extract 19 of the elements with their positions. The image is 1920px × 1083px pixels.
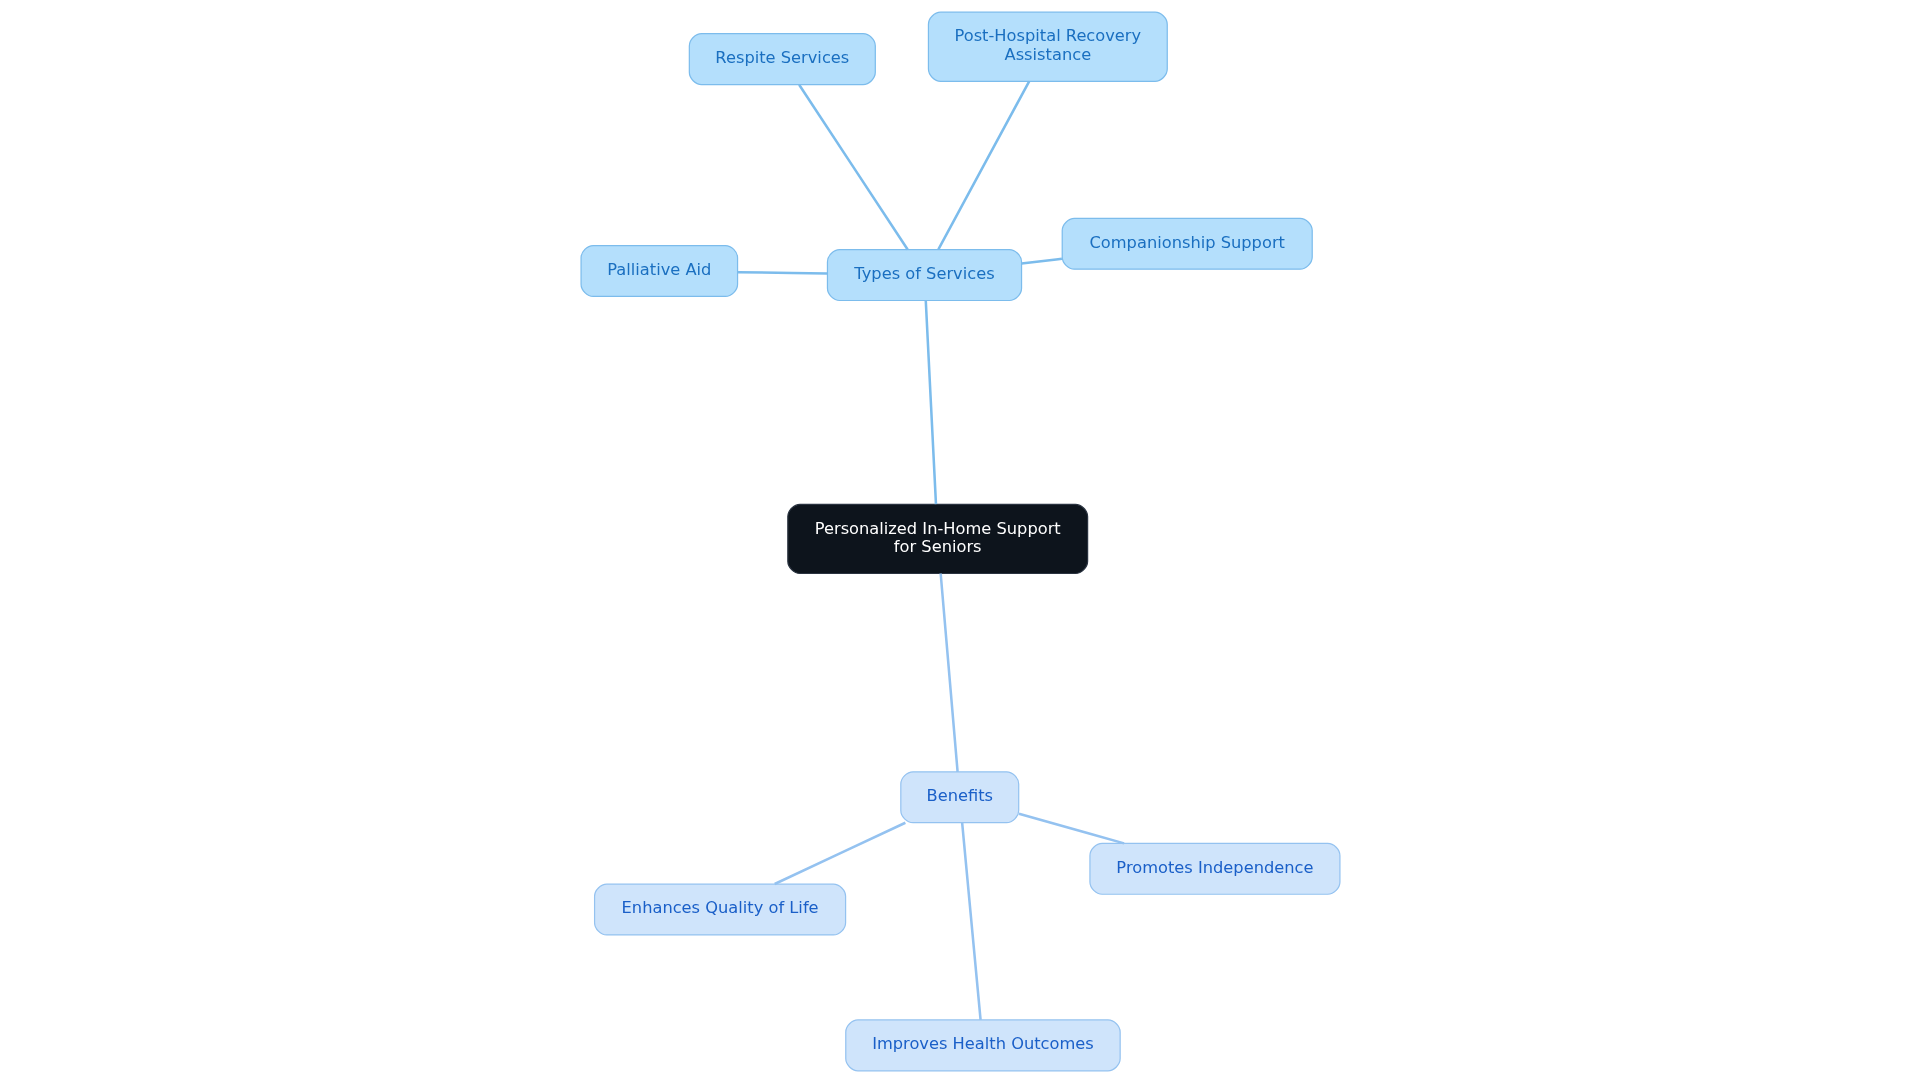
connector xyxy=(773,821,906,886)
node-box: Post-Hospital Recovery Assistance xyxy=(927,11,1168,82)
node-box: Companionship Support xyxy=(1061,217,1313,270)
connector xyxy=(936,80,1030,250)
connector xyxy=(960,822,982,1021)
node-box: Promotes Independence xyxy=(1088,842,1341,895)
connector xyxy=(1018,812,1124,845)
connector xyxy=(924,300,937,505)
node-box: Palliative Aid xyxy=(579,244,738,297)
connector xyxy=(1020,257,1062,265)
connector xyxy=(938,573,959,772)
node-box: Types of Services xyxy=(826,249,1022,302)
node-box: Improves Health Outcomes xyxy=(844,1019,1121,1072)
connector xyxy=(797,84,909,251)
node-box: Personalized In-Home Support for Seniors xyxy=(786,503,1088,575)
node-box: Respite Services xyxy=(688,33,876,86)
connector xyxy=(737,270,827,275)
node-box: Enhances Quality of Life xyxy=(593,883,846,936)
node-box: Benefits xyxy=(899,771,1019,824)
